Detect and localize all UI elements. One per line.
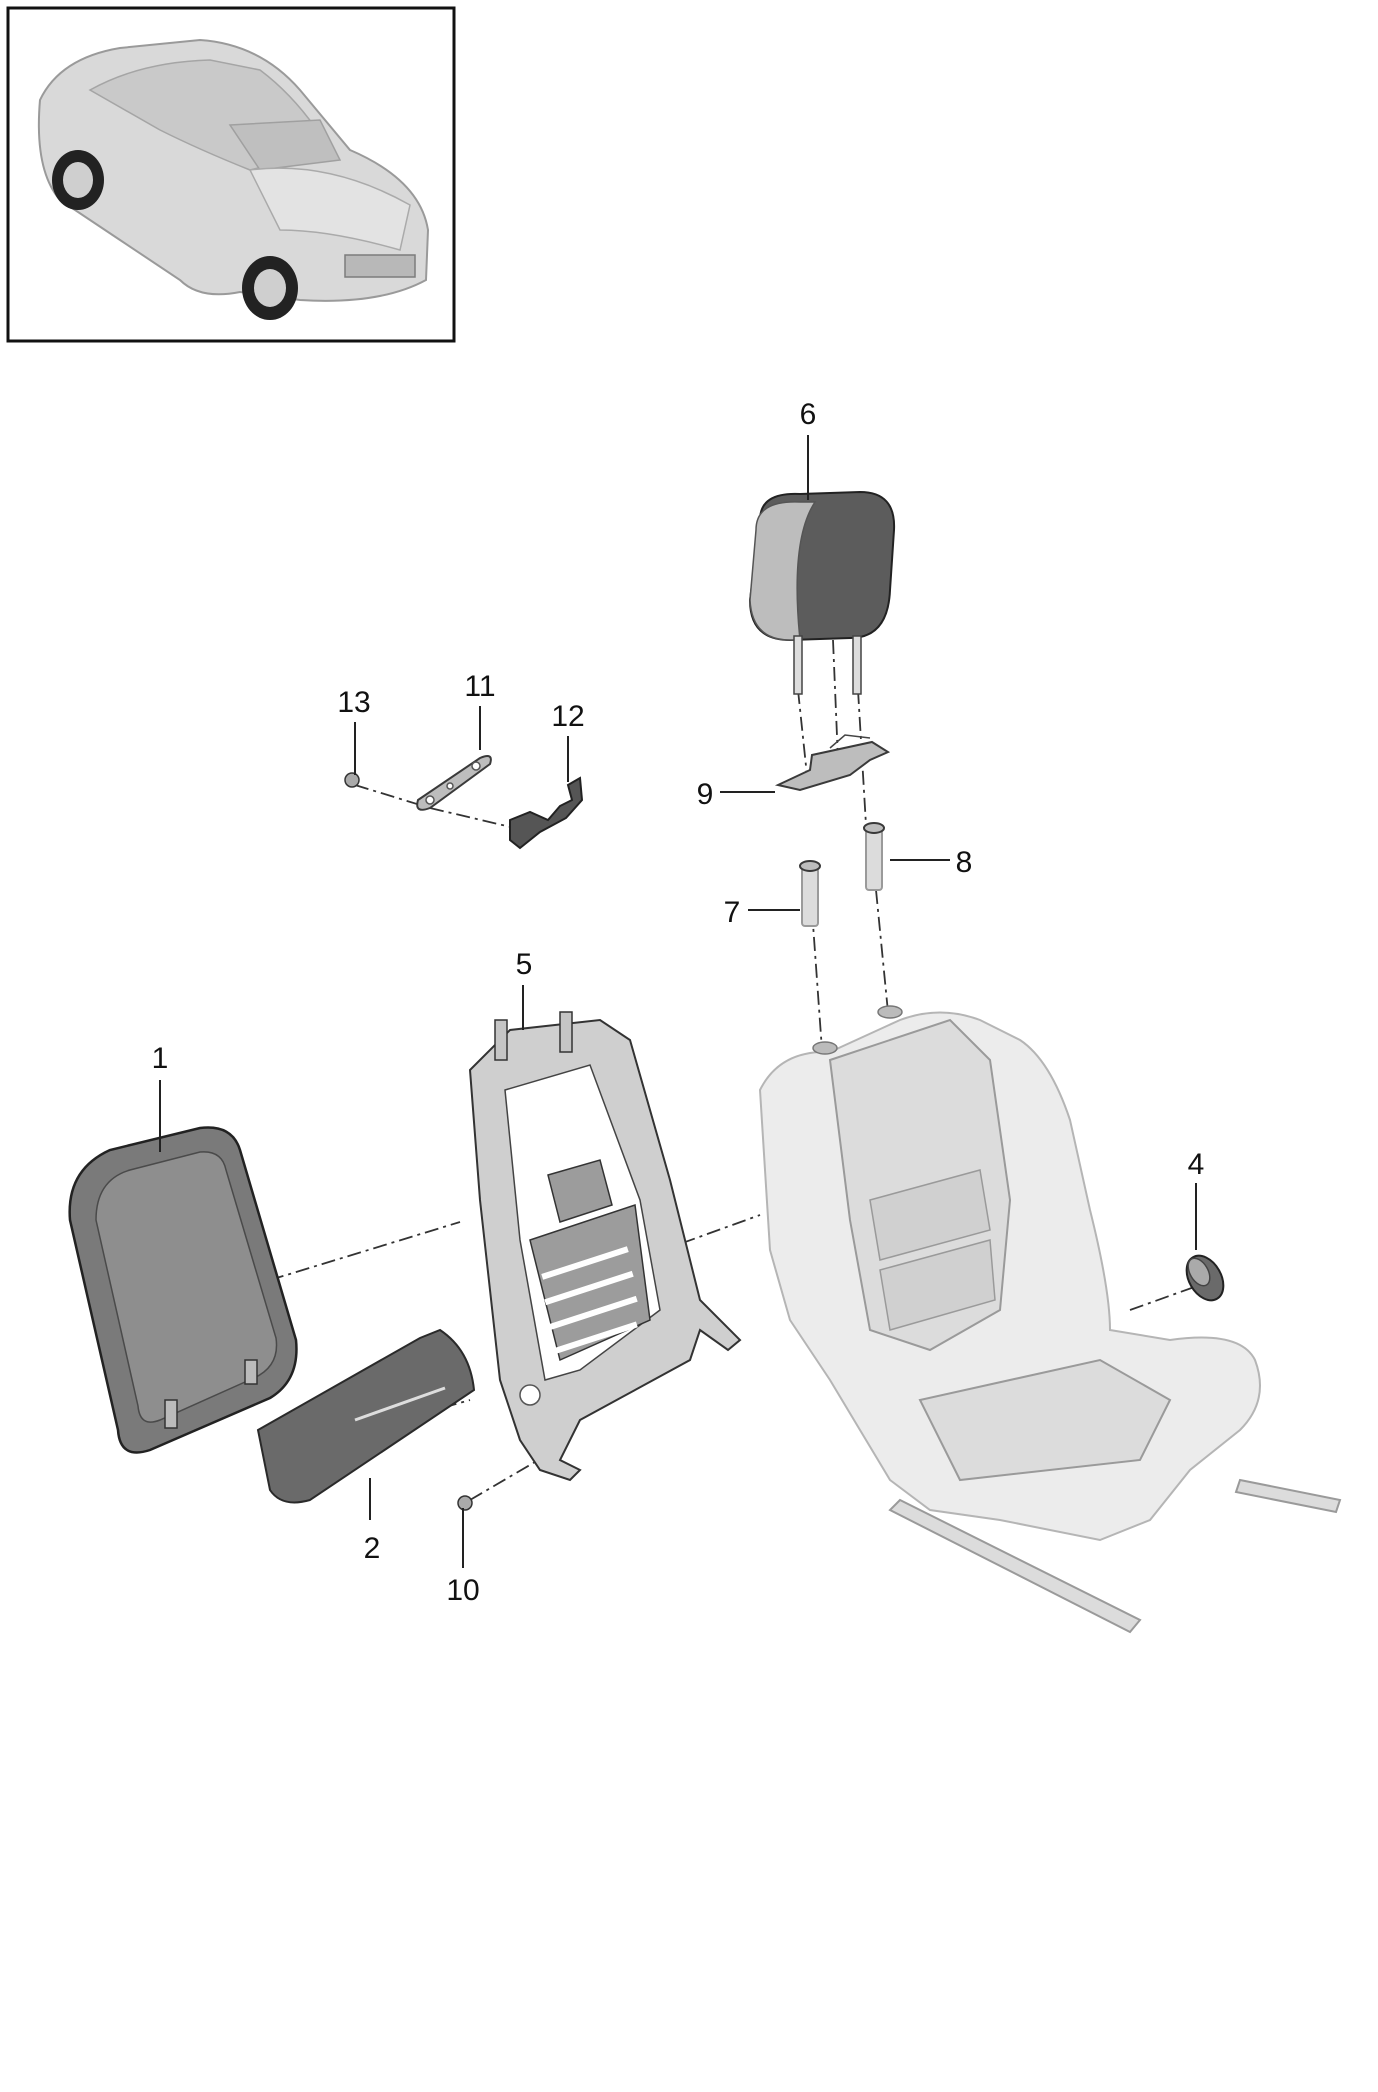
adjustment-knob	[1185, 1254, 1225, 1302]
bracket-plate	[416, 755, 492, 811]
callout-9: 9	[697, 778, 714, 811]
callout-4: 4	[1188, 1148, 1205, 1181]
callout-2: 2	[364, 1532, 381, 1565]
callout-11: 11	[464, 670, 495, 703]
backrest-trim-panel	[256, 1328, 476, 1504]
callout-1: 1	[152, 1042, 169, 1075]
headrest-guide-right	[863, 822, 885, 891]
callout-6: 6	[800, 398, 817, 431]
callout-12: 12	[551, 700, 584, 733]
callouts: 1 2 4 5 6 7 8 9 10 11 12 13	[152, 398, 1205, 1607]
callout-10: 10	[446, 1574, 479, 1607]
mounting-bracket	[509, 776, 584, 850]
screw-frame	[457, 1495, 473, 1511]
callout-8: 8	[956, 846, 973, 879]
suv-car-icon	[37, 38, 430, 320]
callout-5: 5	[516, 948, 533, 981]
spring-mat	[529, 1159, 651, 1362]
vehicle-thumbnail	[6, 6, 456, 343]
screw-small	[344, 772, 360, 788]
backrest-rear-panel	[68, 1126, 298, 1454]
seat-assembly	[758, 1005, 1342, 1634]
headrest	[748, 490, 896, 695]
headrest-guide-left	[799, 860, 821, 927]
headrest-bracket	[774, 734, 891, 792]
callout-13: 13	[337, 686, 370, 719]
callout-7: 7	[724, 896, 741, 929]
leader-lines	[159, 435, 1197, 1568]
backrest-frame	[468, 1011, 742, 1482]
